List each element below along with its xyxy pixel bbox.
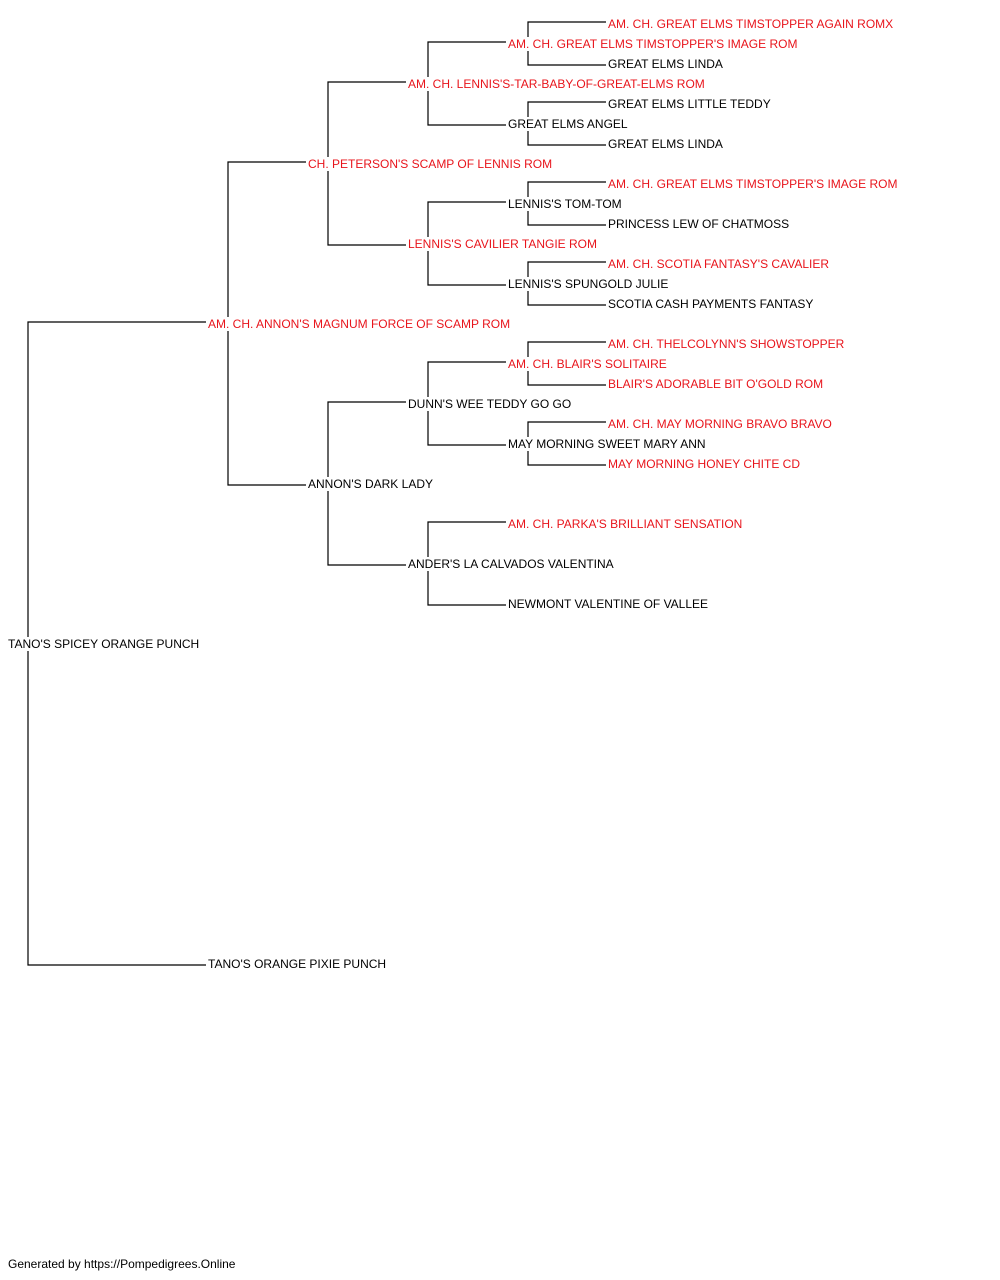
pedigree-ssds-sire[interactable]: AM. CH. GREAT ELMS TIMSTOPPER'S IMAGE RO… (606, 177, 900, 191)
pedigree-ss-dam[interactable]: LENNIS'S CAVILIER TANGIE ROM (406, 237, 599, 251)
pedigree-ss-sire[interactable]: AM. CH. LENNIS'S-TAR-BABY-OF-GREAT-ELMS … (406, 77, 707, 91)
pedigree-sd-dam[interactable]: ANDER'S LA CALVADOS VALENTINA (406, 557, 616, 571)
pedigree-sds-dam[interactable]: MAY MORNING SWEET MARY ANN (506, 437, 708, 451)
pedigree-sssd-sire[interactable]: GREAT ELMS LITTLE TEDDY (606, 97, 773, 111)
generated-by-footer: Generated by https://Pompedigrees.Online (8, 1257, 236, 1271)
pedigree-ssd-dam[interactable]: LENNIS'S SPUNGOLD JULIE (506, 277, 671, 291)
pedigree-sdd-sire[interactable]: AM. CH. PARKA'S BRILLIANT SENSATION (506, 517, 745, 531)
pedigree-ssdd-dam[interactable]: SCOTIA CASH PAYMENTS FANTASY (606, 297, 816, 311)
pedigree-sdsd-dam[interactable]: MAY MORNING HONEY CHITE CD (606, 457, 803, 471)
pedigree-ssdd-sire[interactable]: AM. CH. SCOTIA FANTASY'S CAVALIER (606, 257, 832, 271)
pedigree-sss-sire[interactable]: AM. CH. GREAT ELMS TIMSTOPPER'S IMAGE RO… (506, 37, 800, 51)
pedigree-sss-dam[interactable]: GREAT ELMS ANGEL (506, 117, 630, 131)
pedigree-sdd-dam[interactable]: NEWMONT VALENTINE OF VALLEE (506, 597, 711, 611)
pedigree-root[interactable]: TANO'S SPICEY ORANGE PUNCH (6, 637, 202, 651)
pedigree-ssds-dam[interactable]: PRINCESS LEW OF CHATMOSS (606, 217, 792, 231)
pedigree-sire-sire[interactable]: CH. PETERSON'S SCAMP OF LENNIS ROM (306, 157, 555, 171)
pedigree-ssss-sire[interactable]: AM. CH. GREAT ELMS TIMSTOPPER AGAIN ROMX (606, 17, 896, 31)
pedigree-sire-dam[interactable]: ANNON'S DARK LADY (306, 477, 435, 491)
pedigree-ssss-dam[interactable]: GREAT ELMS LINDA (606, 57, 725, 71)
pedigree-dam[interactable]: TANO'S ORANGE PIXIE PUNCH (206, 957, 389, 971)
pedigree-sdss-sire[interactable]: AM. CH. THELCOLYNN'S SHOWSTOPPER (606, 337, 847, 351)
pedigree-sds-sire[interactable]: AM. CH. BLAIR'S SOLITAIRE (506, 357, 669, 371)
pedigree-ssd-sire[interactable]: LENNIS'S TOM-TOM (506, 197, 624, 211)
pedigree-sssd-dam[interactable]: GREAT ELMS LINDA (606, 137, 725, 151)
pedigree-sdss-dam[interactable]: BLAIR'S ADORABLE BIT O'GOLD ROM (606, 377, 826, 391)
pedigree-sd-sire[interactable]: DUNN'S WEE TEDDY GO GO (406, 397, 574, 411)
pedigree-sdsd-sire[interactable]: AM. CH. MAY MORNING BRAVO BRAVO (606, 417, 834, 431)
pedigree-sire[interactable]: AM. CH. ANNON'S MAGNUM FORCE OF SCAMP RO… (206, 317, 513, 331)
